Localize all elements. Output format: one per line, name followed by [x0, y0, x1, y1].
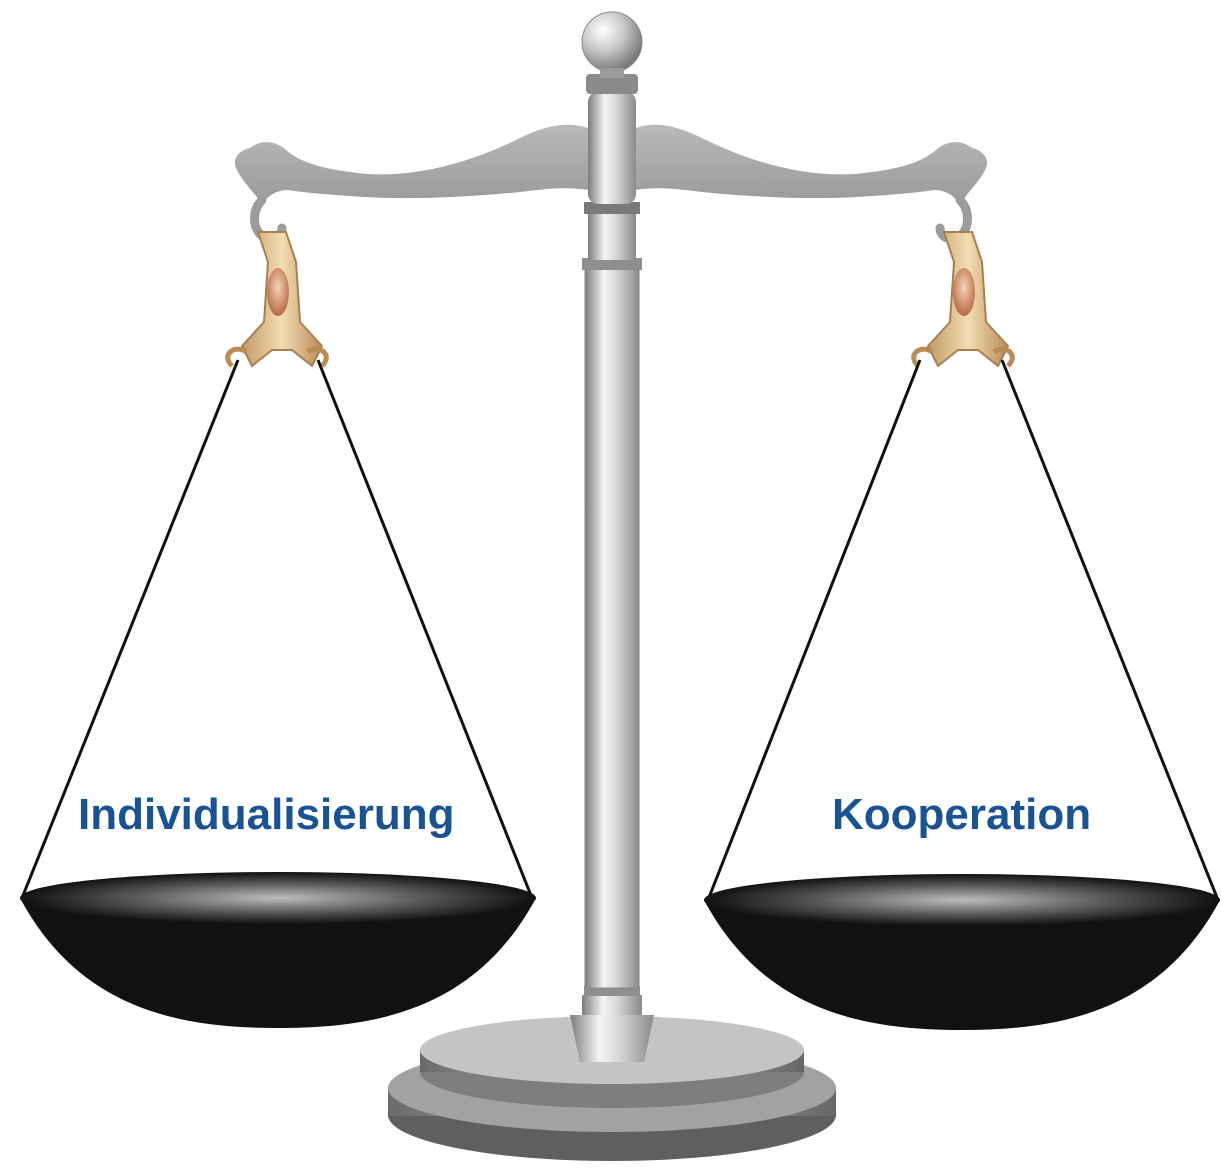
post-collar-bottom [570, 986, 654, 1062]
right-pan [704, 874, 1220, 1030]
pan-strings [20, 359, 1220, 901]
left-hanger [225, 231, 329, 368]
left-pan [20, 872, 536, 1028]
label-kooperation: Kooperation [832, 790, 1092, 839]
scale-finial [581, 11, 643, 204]
label-individualisierung: Individualisierung [78, 790, 455, 839]
right-hanger [911, 231, 1015, 368]
scale-post [582, 202, 642, 989]
